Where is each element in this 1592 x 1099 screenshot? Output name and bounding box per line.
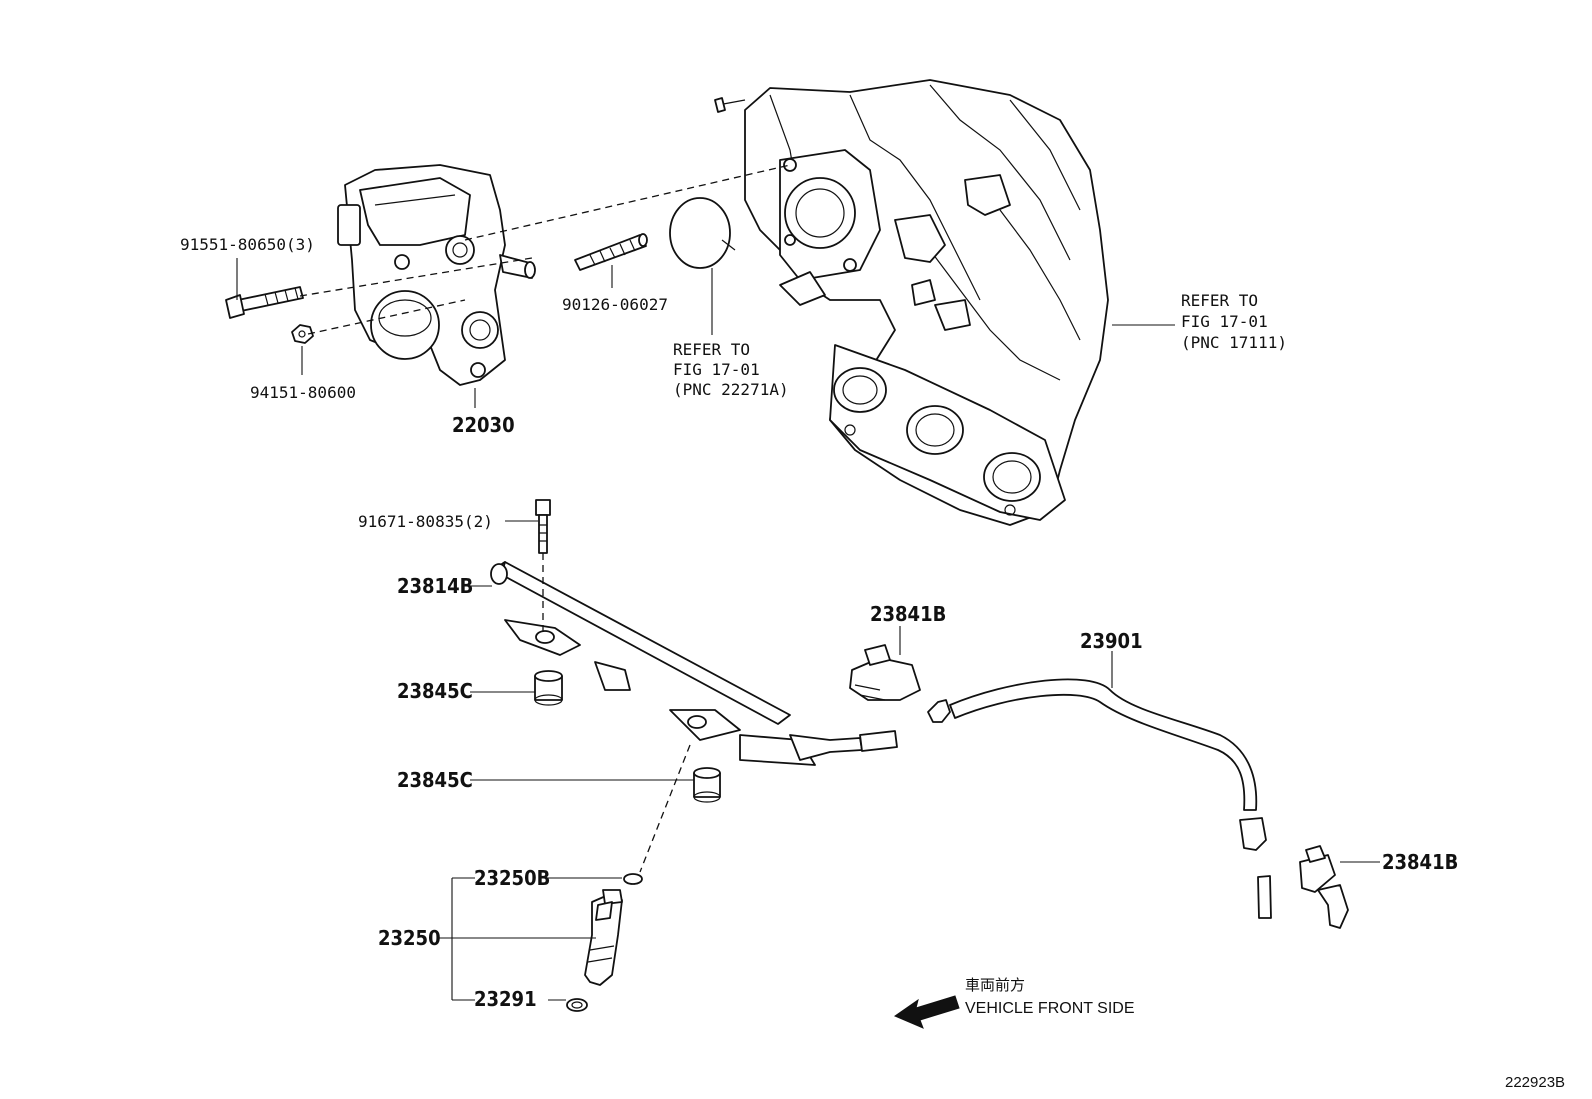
label-91671-80835: 91671-80835(2) bbox=[358, 512, 493, 531]
injector-insulator-2 bbox=[693, 767, 721, 803]
label-refer-b-line-3: (PNC 17111) bbox=[1181, 333, 1287, 352]
hex-nut bbox=[291, 324, 314, 344]
fuel-hose-clamp-lower bbox=[1299, 845, 1349, 929]
label-refer-a-line-2: FIG 17-01 bbox=[673, 360, 760, 379]
fuel-delivery-pipe bbox=[490, 561, 898, 766]
injector-grommet bbox=[566, 998, 588, 1012]
label-23845c-upper: 23845C bbox=[397, 679, 473, 703]
arrow-left-icon bbox=[893, 995, 960, 1029]
figure-id: 222923B bbox=[1505, 1074, 1565, 1091]
delivery-pipe-bolt bbox=[535, 499, 551, 554]
label-94151-80600: 94151-80600 bbox=[250, 383, 356, 402]
vehicle-front-label-jp: 車両前方 bbox=[965, 977, 1025, 994]
label-23250: 23250 bbox=[378, 926, 441, 950]
label-refer-b-line-1: REFER TO bbox=[1181, 291, 1258, 310]
vehicle-front-label-en: VEHICLE FRONT SIDE bbox=[965, 1000, 1135, 1017]
injector-o-ring bbox=[623, 873, 643, 885]
throttle-gasket-ring bbox=[669, 197, 736, 269]
label-23841b-top: 23841B bbox=[870, 602, 946, 626]
intake-manifold bbox=[714, 79, 1109, 526]
label-23901: 23901 bbox=[1080, 629, 1143, 653]
fuel-hose bbox=[927, 678, 1272, 919]
label-refer-a-line-1: REFER TO bbox=[673, 340, 750, 359]
flange-bolt bbox=[225, 286, 304, 319]
label-refer-a-line-3: (PNC 22271A) bbox=[673, 380, 789, 399]
label-90126-06027: 90126-06027 bbox=[562, 295, 668, 314]
label-23841b-right: 23841B bbox=[1382, 850, 1458, 874]
assembly-lines bbox=[299, 164, 791, 873]
label-23291: 23291 bbox=[474, 987, 537, 1011]
part-labels: 91551-80650(3) 94151-80600 22030 90126-0… bbox=[180, 235, 1565, 1091]
label-refer-b-line-2: FIG 17-01 bbox=[1181, 312, 1268, 331]
fuel-hose-clamp-upper bbox=[849, 644, 921, 701]
label-22030: 22030 bbox=[452, 413, 515, 437]
fuel-injector bbox=[584, 889, 623, 986]
throttle-body bbox=[337, 164, 536, 386]
label-91551-80650: 91551-80650(3) bbox=[180, 235, 315, 254]
stud-bolt bbox=[574, 233, 648, 271]
label-23814b: 23814B bbox=[397, 574, 473, 598]
leader-lines bbox=[236, 258, 1380, 1001]
label-23845c-lower: 23845C bbox=[397, 768, 473, 792]
label-23250b: 23250B bbox=[474, 866, 550, 890]
injector-insulator-1 bbox=[534, 670, 563, 706]
